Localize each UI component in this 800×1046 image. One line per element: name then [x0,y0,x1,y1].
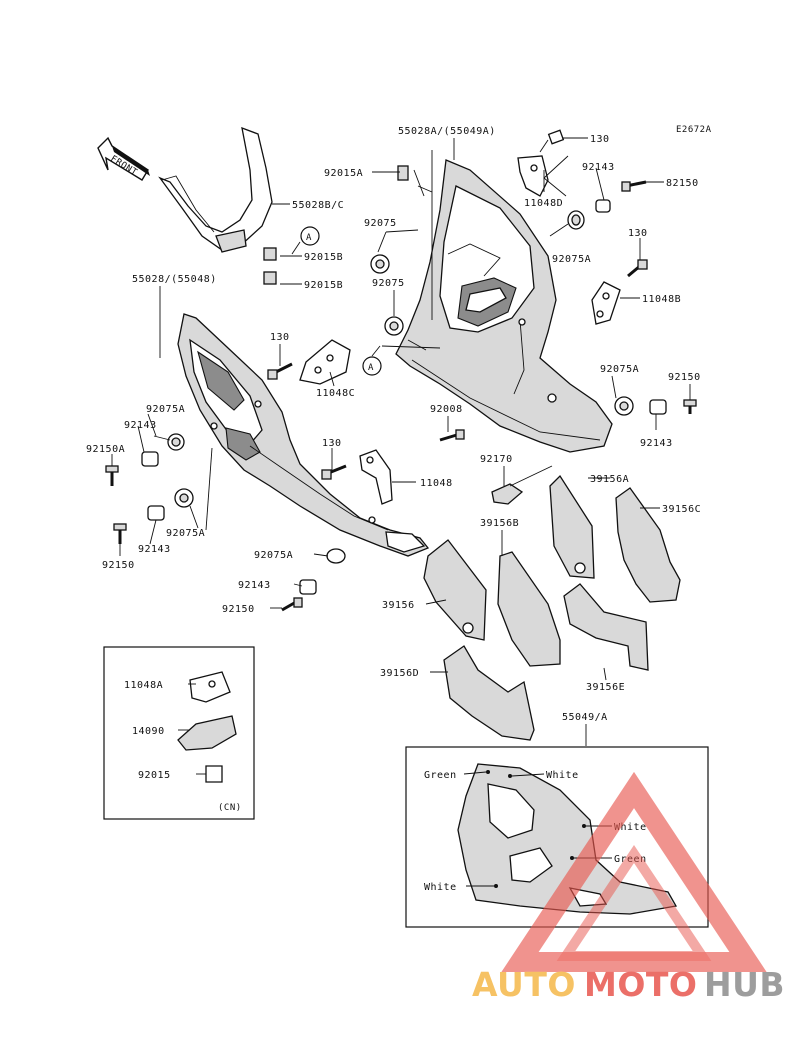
label-92150-2: 92150 [102,560,135,571]
label-92143-2: 92143 [124,420,157,431]
label-55028a: 55028A/(55049A) [398,126,496,137]
label-11048: 11048 [420,478,453,489]
label-11048b: 11048B [642,294,681,305]
label-92150a: 92150A [86,444,125,455]
svg-text:A: A [306,233,312,243]
label-39156c: 39156C [662,504,701,515]
fasteners [105,129,697,612]
callout-a-bottom: A [362,356,382,376]
label-92075a-2: 92075A [600,364,639,375]
pad-39156a-part [549,474,595,579]
label-55028: 55028/(55048) [132,274,217,285]
clip-92170-part [491,483,524,505]
pad-39156c-part [615,487,681,603]
label-92015b-1: 92015B [304,252,343,263]
label-130-right: 130 [628,228,648,239]
label-55028b: 55028B/C [292,200,344,211]
label-130-top: 130 [590,134,610,145]
pad-39156-part [423,539,487,641]
label-92075-2: 92075 [372,278,405,289]
label-92008: 92008 [430,404,463,415]
label-92075a-3: 92075A [146,404,185,415]
color-label-white-3: White [424,882,457,893]
bracket-11048b-part [591,281,621,325]
label-130-mid: 130 [270,332,290,343]
bracket-11048c-part [299,339,351,385]
label-39156b: 39156B [480,518,519,529]
bracket-11048-part [359,449,393,505]
inset-label-14090: 14090 [132,726,165,737]
label-92143-3: 92143 [640,438,673,449]
label-92015a: 92015A [324,168,363,179]
label-92143-4: 92143 [138,544,171,555]
inset-label-92015: 92015 [138,770,171,781]
label-92075-1: 92075 [364,218,397,229]
svg-text:A: A [368,363,374,373]
callout-a-top: A [300,226,320,246]
part-labels: 55028A/(55049A) 130 92015A 92143 82150 1… [86,126,701,723]
label-92143-5: 92143 [238,580,271,591]
watermark-auto: AUTO [472,965,576,1004]
label-130-bottom: 130 [322,438,342,449]
bracket-11048d-part [517,155,549,197]
front-arrow-icon: FRONT [97,136,150,181]
leader-lines [111,137,691,746]
label-92150: 92150 [668,372,701,383]
side-cowl-upper-part [395,159,613,453]
label-92170: 92170 [480,454,513,465]
pad-39156e-part [563,583,649,671]
diagram-code: E2672A [676,125,712,135]
side-cowl-lower-part [177,313,430,557]
label-39156d: 39156D [380,668,419,679]
watermark-logo: AUTO MOTO HUB [472,771,785,1004]
inset-region-label: (CN) [218,803,242,813]
color-label-white-1: White [546,770,579,781]
label-92015b-2: 92015B [304,280,343,291]
label-39156e: 39156E [586,682,625,693]
label-82150: 82150 [666,178,699,189]
watermark-hub: HUB [704,965,785,1004]
label-92075a-1: 92075A [552,254,591,265]
label-39156a: 39156A [590,474,629,485]
label-11048d: 11048D [524,198,563,209]
color-label-white-2: White [614,822,647,833]
label-92075a-4: 92075A [166,528,205,539]
watermark-moto: MOTO [584,965,697,1004]
upper-cowl-part [158,126,273,253]
label-11048c: 11048C [316,388,355,399]
label-92075a-5: 92075A [254,550,293,561]
inset-cn-box: 11048A 14090 92015 (CN) [103,646,255,820]
pad-39156d-part [443,645,535,741]
label-39156: 39156 [382,600,415,611]
color-label-green-1: Green [424,770,457,781]
pad-39156b-part [497,551,561,667]
inset-color-box: Green White White Green White [405,746,709,928]
label-92143-top: 92143 [582,162,615,173]
label-55049a: 55049/A [562,712,608,723]
label-92150-3: 92150 [222,604,255,615]
inset-label-11048a: 11048A [124,680,163,691]
